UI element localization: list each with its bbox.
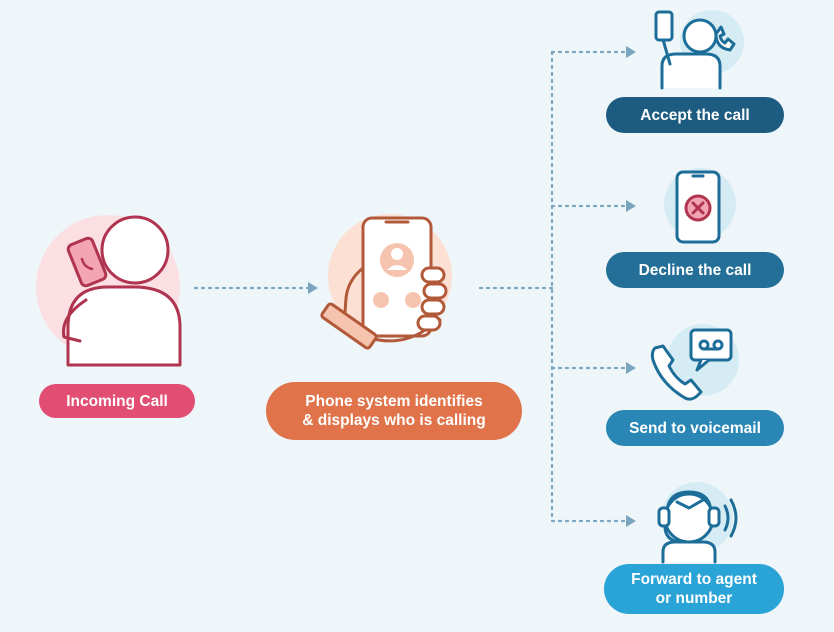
phone-system-label-line2: & displays who is calling: [302, 412, 486, 429]
person-raising-phone-icon: [654, 10, 744, 90]
arrowhead-forward: [626, 515, 636, 527]
forward-label-line1: Forward to agent: [631, 571, 757, 588]
voicemail-label-text: Send to voicemail: [629, 419, 761, 437]
arrowhead-decline: [626, 200, 636, 212]
agent-headset-icon: [657, 482, 738, 564]
incoming-call-label: Incoming Call: [39, 384, 195, 418]
phone-decline-icon: [664, 168, 736, 244]
decline-call-label-text: Decline the call: [638, 261, 752, 279]
incoming-call-label-text: Incoming Call: [66, 392, 168, 410]
person-on-phone-icon: [36, 215, 182, 367]
hand-holding-phone-icon: [320, 214, 452, 350]
decline-call-label: Decline the call: [606, 252, 784, 288]
voicemail-label: Send to voicemail: [606, 410, 784, 446]
accept-call-label-text: Accept the call: [640, 106, 750, 124]
arrowhead-system: [308, 282, 318, 294]
arrowhead-accept: [626, 46, 636, 58]
arrowhead-voicemail: [626, 362, 636, 374]
forward-label-line2: or number: [655, 590, 733, 607]
voicemail-icon: [650, 324, 739, 401]
phone-system-label-line1: Phone system identifies: [305, 393, 483, 410]
forward-label: Forward to agent or number: [604, 564, 784, 614]
accept-call-label: Accept the call: [606, 97, 784, 133]
phone-system-label: Phone system identifies & displays who i…: [266, 382, 522, 440]
